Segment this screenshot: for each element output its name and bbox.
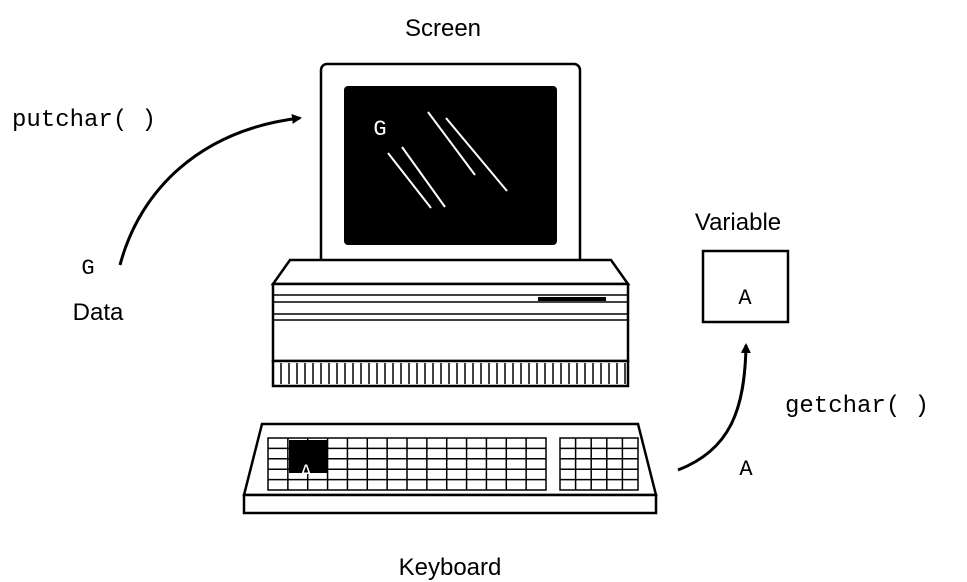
vent-slats: [280, 363, 626, 384]
keyboard-label: Keyboard: [399, 554, 502, 581]
getchar-char: A: [739, 457, 753, 482]
keyboard: A: [242, 422, 658, 515]
numeric-key-grid: [559, 437, 639, 491]
monitor: G: [319, 62, 582, 271]
putchar-label: putchar( ): [12, 107, 156, 134]
base-top: [270, 258, 631, 286]
variable-box: [701, 249, 790, 324]
monitor-screen: [344, 86, 557, 245]
variable-label: Variable: [695, 209, 781, 236]
computer-base: [270, 258, 631, 388]
data-label: Data: [73, 299, 124, 326]
getchar-label: getchar( ): [785, 393, 929, 420]
key-char: A: [300, 462, 312, 485]
keyboard-front: [242, 493, 658, 515]
pressed-key: [289, 440, 327, 473]
drive-slot: [538, 297, 606, 301]
getchar-arrow-icon: [677, 343, 751, 472]
main-key-grid: [267, 437, 547, 491]
variable-value: A: [738, 286, 752, 311]
putchar-arrow-icon: [118, 113, 302, 266]
screen-label: Screen: [405, 15, 481, 42]
screen-char: G: [373, 117, 386, 142]
data-char: G: [81, 256, 94, 281]
glare-lines-icon: [387, 111, 508, 209]
base-vent: [271, 359, 630, 388]
